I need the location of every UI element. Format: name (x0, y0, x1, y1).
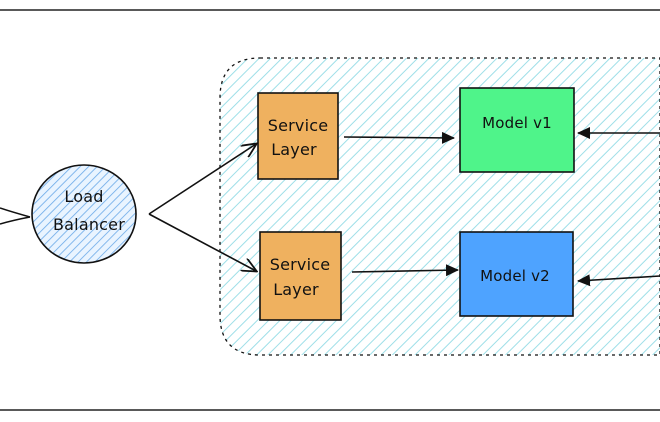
balancer-to-service-top-arrow (148, 144, 256, 215)
service-layer-bottom-label-line1: Service (270, 255, 331, 274)
service-layer-bottom-label-line2: Layer (273, 280, 319, 299)
model-v2-node (459, 231, 574, 317)
load-balancer-label-line1: Load (64, 187, 103, 206)
incoming-line-lower (0, 216, 31, 225)
service-layer-bottom (259, 231, 342, 321)
service-to-model-v2-arrow (351, 264, 459, 277)
balancer-to-service-bottom-arrow (148, 213, 256, 271)
load-balancer-node (31, 164, 137, 264)
model-v2-label: Model v2 (480, 267, 550, 285)
incoming-line-upper (0, 207, 31, 218)
model-v1-label: Model v1 (482, 114, 552, 132)
service-layer-top-label-line1: Service (268, 116, 329, 135)
right-to-model-v2-arrow (577, 274, 660, 287)
load-balancer-label-line2: Balancer (53, 215, 125, 234)
service-layer-top (257, 92, 339, 180)
service-layer-top-label-line2: Layer (271, 140, 317, 159)
model-v1-node (459, 87, 575, 173)
service-to-model-v1-arrow (343, 131, 455, 144)
